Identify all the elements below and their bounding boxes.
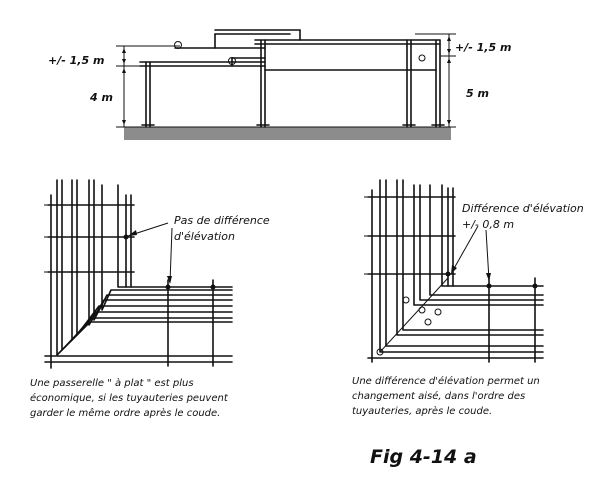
column-marks (364, 196, 538, 356)
rack-columns (145, 39, 441, 128)
caption-right-line-3: tuyauteries, après le coude. (352, 405, 492, 417)
elevation-view: +/- 1,5 m 4 m +/- 1,5 m 5 m (48, 29, 511, 140)
caption-left-line-3: garder le même ordre après le coude. (30, 407, 220, 419)
caption-left-line-1: Une passerelle " à plat " est plus (30, 377, 194, 389)
note-right-line-2: +/- 0,8 m (462, 218, 514, 231)
caption-right-line-2: changement aisé, dans l'ordre des (352, 390, 525, 402)
rack-pipes (139, 29, 445, 126)
caption-left-line-2: économique, si les tuyauteries peuvent (30, 392, 229, 404)
column-marks (44, 204, 216, 290)
caption-left: Une passerelle " à plat " est plus écono… (30, 377, 229, 419)
plan-view-right: Différence d'élévation +/- 0,8 m (364, 179, 584, 363)
right-top-dimension: +/- 1,5 m (455, 41, 511, 54)
plan-view-left: Pas de différence d'élévation (44, 179, 270, 369)
note-right-line-1: Différence d'élévation (462, 202, 584, 215)
left-dimension (116, 45, 180, 128)
figure-label: Fig 4-14 a (370, 446, 477, 468)
caption-right: Une différence d'élévation permet un cha… (352, 375, 540, 417)
note-leaders (451, 225, 491, 281)
left-top-dimension: +/- 1,5 m (48, 54, 104, 67)
left-bottom-dimension: 4 m (89, 91, 113, 104)
right-bottom-dimension: 5 m (466, 87, 489, 100)
caption-right-line-1: Une différence d'élévation permet un (352, 375, 540, 387)
note-leaders (127, 222, 173, 284)
rack-beams (367, 187, 544, 363)
ground-slab (124, 127, 451, 140)
right-dimension (415, 33, 456, 128)
vertical-pipe-run (56, 179, 233, 356)
rack-beams (44, 194, 233, 369)
note-left-line-1: Pas de différence (174, 214, 270, 227)
note-left-line-2: d'élévation (174, 230, 235, 243)
